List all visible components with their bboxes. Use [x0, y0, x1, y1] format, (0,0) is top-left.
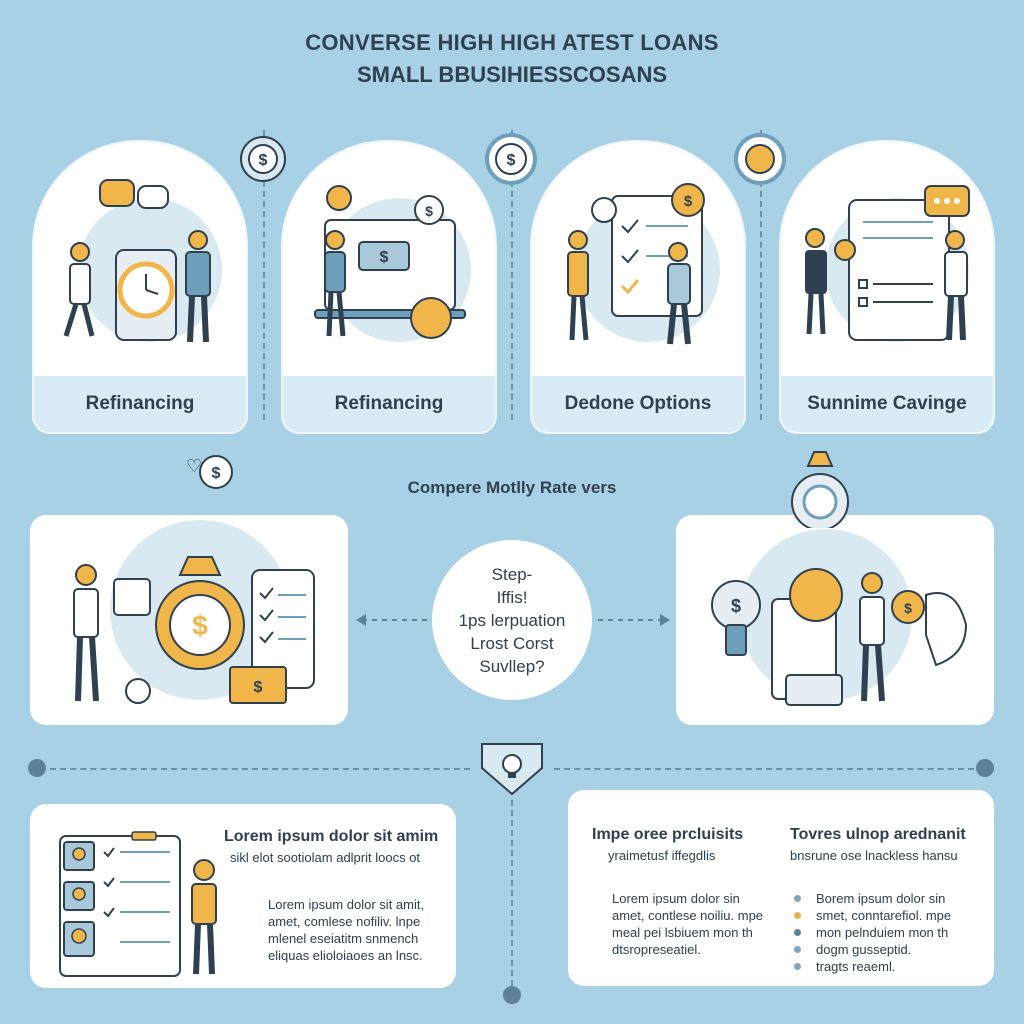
arrow-left-connector — [356, 614, 428, 626]
section-title: Compere Motlly Rate vers — [407, 478, 617, 497]
card-dedone-options[interactable]: $ Dedone Options — [530, 140, 746, 434]
connector-dot-bottom — [503, 986, 521, 1004]
tips-subheading: bnsrune ose lnackless hansu — [790, 848, 958, 863]
card-label: Refinancing — [283, 376, 495, 432]
step-line: Step- — [491, 564, 533, 584]
panel-left: $ $ — [30, 515, 348, 725]
lightbulb-shield-icon — [481, 743, 543, 796]
page-title: CONVERSE HIGH HIGH ATEST LOANS — [305, 30, 719, 55]
refinancing-illustration — [63, 179, 222, 343]
dollar-badge-icon: $ — [485, 133, 537, 185]
svg-text:$: $ — [259, 152, 268, 169]
divider — [263, 130, 265, 420]
coin-tower-icon — [791, 451, 849, 528]
step-line: Lrost Corst — [470, 633, 554, 653]
bottom-left-heading: Lorem ipsum dolor sit amim — [224, 828, 439, 845]
checklist-illustration: $ — [567, 183, 720, 345]
svg-text:♡: ♡ — [186, 456, 202, 476]
laptop-payment-illustration: $ $ — [314, 185, 471, 342]
bottom-left-subheading: sikl elot sootiolam adlprit loocs ot — [230, 850, 421, 865]
divider — [511, 800, 513, 986]
step-line: Iffis! — [496, 587, 528, 607]
panel-bottom-right: Impe oree prcluisits yraimetusf iffegdli… — [568, 790, 994, 986]
products-body: Lorem ipsum dolor sin amet, contlese noi… — [612, 891, 764, 957]
gear-dollar-icon: $ — [240, 136, 286, 182]
tips-heading: Tovres ulnop arednanit — [790, 826, 966, 843]
list-item: dogm gusseptid. — [794, 941, 951, 958]
connector-dot-left — [28, 759, 46, 777]
tablet-document-illustration — [805, 185, 970, 342]
card-refinancing-1[interactable]: Refinancing — [32, 140, 248, 434]
svg-text:$: $ — [192, 610, 208, 641]
panel-bottom-left: Lorem ipsum dolor sit amim sikl elot soo… — [30, 804, 456, 988]
svg-text:$: $ — [425, 203, 433, 219]
divider — [50, 768, 470, 770]
clipboard-person-illustration — [59, 831, 217, 977]
money-bag-checklist-illustration: $ $ — [73, 520, 315, 704]
list-item: tragts reaeml. — [794, 958, 951, 975]
card-sunnime-cavinge[interactable]: Sunnime Cavinge — [779, 140, 995, 434]
step-line: 1ps lerpuation — [458, 610, 566, 630]
machine-coin-illustration: $ $ — [711, 529, 968, 706]
svg-text:$: $ — [904, 600, 912, 616]
card-refinancing-2[interactable]: $ $ Refinancing — [281, 140, 497, 434]
divider — [760, 130, 762, 420]
list-item: smet, conntarefiol. mpe — [794, 907, 951, 924]
products-subheading: yraimetusf iffegdlis — [608, 848, 716, 863]
list-item: Borem ipsum dolor sin — [794, 890, 951, 907]
list-item: mon pelnduiem mon th — [794, 924, 951, 941]
bottom-left-body: Lorem ipsum dolor sit amit, amet, comles… — [268, 897, 425, 963]
divider — [554, 768, 974, 770]
card-label: Dedone Options — [532, 376, 744, 432]
arrow-right-connector — [598, 614, 670, 626]
step-circle: Step- Iffis! 1ps lerpuation Lrost Corst … — [432, 540, 592, 700]
connector-dot-right — [976, 759, 994, 777]
products-heading: Impe oree prcluisits — [592, 826, 744, 843]
svg-text:$: $ — [254, 679, 263, 696]
dollar-coin-icon: ♡ $ — [186, 455, 233, 489]
svg-text:$: $ — [731, 596, 741, 616]
card-label: Refinancing — [34, 376, 246, 432]
card-label: Sunnime Cavinge — [781, 376, 993, 432]
panel-right: $ $ — [676, 515, 994, 725]
divider — [511, 130, 513, 420]
tips-list: Borem ipsum dolor sin smet, conntarefiol… — [794, 890, 951, 975]
step-line: Suvllep? — [479, 656, 545, 676]
page-subtitle: SMALL BBUSIHIESSCOSANS — [356, 62, 668, 87]
svg-text:$: $ — [380, 249, 389, 266]
svg-text:$: $ — [212, 465, 221, 482]
svg-text:$: $ — [684, 193, 693, 210]
svg-text:$: $ — [507, 152, 516, 169]
coin-badge-icon — [734, 133, 786, 185]
